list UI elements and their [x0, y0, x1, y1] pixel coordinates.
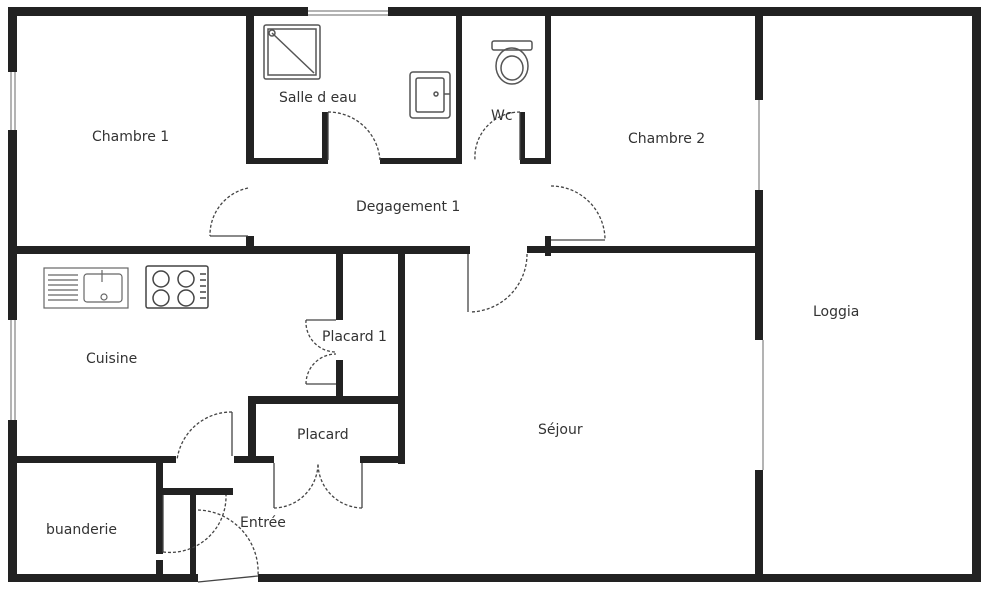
doors	[162, 111, 606, 583]
room-label-salle-d-eau: Salle d eau	[279, 90, 357, 106]
room-label-chambre-1: Chambre 1	[92, 129, 170, 145]
exterior-walls	[8, 7, 981, 582]
shower-icon	[263, 24, 321, 80]
room-label-cuisine: Cuisine	[86, 351, 138, 367]
kitchen-sink-icon	[43, 267, 129, 309]
room-label-chambre-2: Chambre 2	[628, 131, 706, 147]
room-label-loggia: Loggia	[813, 304, 860, 320]
interior-walls	[8, 14, 763, 582]
cooktop-icon	[145, 265, 209, 309]
sink-icon	[409, 71, 451, 119]
room-label-degagement-1: Degagement 1	[356, 199, 461, 215]
room-label-placard-1: Placard 1	[322, 329, 387, 345]
windows	[10, 10, 764, 470]
room-label-entree: Entrée	[240, 515, 286, 531]
room-label-buanderie: buanderie	[46, 522, 117, 538]
room-label-placard: Placard	[297, 427, 349, 443]
room-label-wc: Wc	[491, 108, 513, 124]
room-label-sejour: Séjour	[538, 422, 583, 438]
toilet-icon	[491, 40, 533, 85]
